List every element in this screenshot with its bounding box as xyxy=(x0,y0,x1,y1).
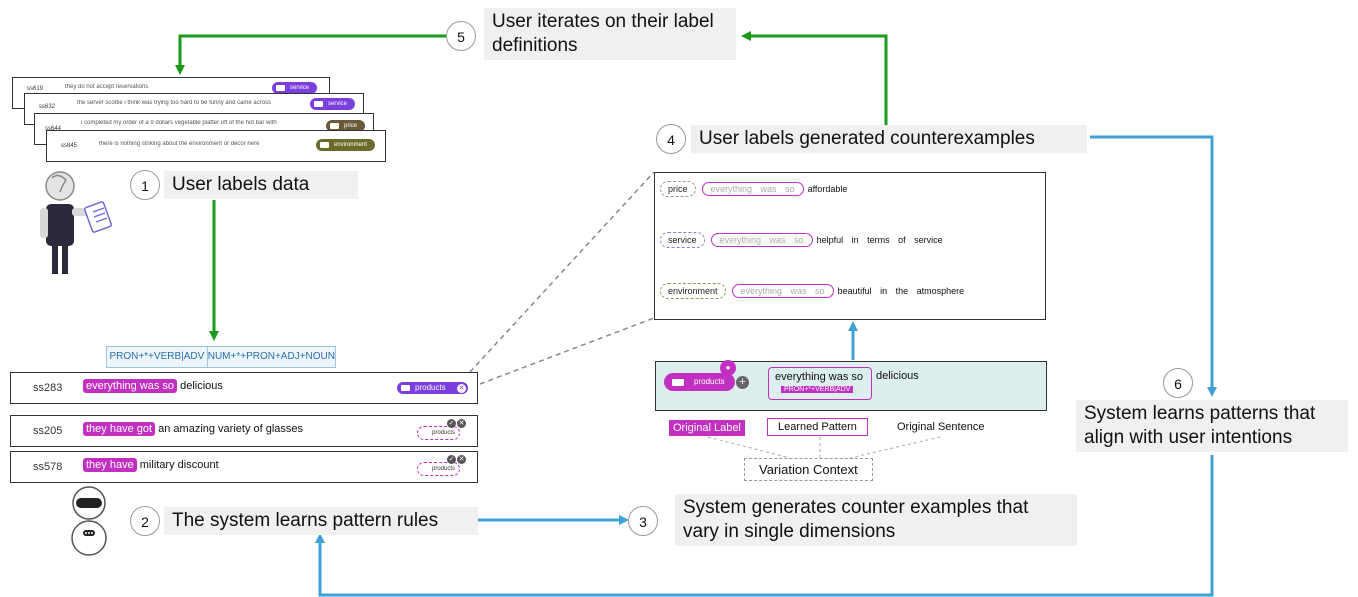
card-text: they do not accept reservations xyxy=(65,84,149,90)
arrow-4-to-5 xyxy=(741,31,888,126)
legend-original-sentence: Original Sentence xyxy=(897,421,985,433)
counterexample-pattern: everything was so xyxy=(731,284,834,298)
close-icon[interactable]: ✕ xyxy=(457,384,466,393)
step-1-number: 1 xyxy=(130,170,160,200)
zoom-line-bottom xyxy=(479,317,655,385)
pattern-detail-panel: products ● + everything was so PRON+*+VE… xyxy=(655,360,1047,411)
suggested-label-badge[interactable]: products xyxy=(417,462,461,476)
table-row[interactable]: ss578 they have military discount produc… xyxy=(10,451,478,483)
counterexample-pattern: everything was so xyxy=(710,233,813,247)
card-id: ss845 xyxy=(61,143,78,149)
step-6-label: System learns patterns that align with u… xyxy=(1076,400,1348,452)
robot-badge-icon: ● xyxy=(720,360,736,376)
row-id: ss578 xyxy=(33,461,63,473)
card-id: ss644 xyxy=(45,126,62,132)
step-1-label: User labels data xyxy=(164,171,358,199)
label-pill[interactable]: price xyxy=(325,120,365,132)
label-pill[interactable]: service xyxy=(271,82,317,94)
legend-learned-pattern: Learned Pattern xyxy=(767,418,868,436)
accept-icon[interactable]: ✓ xyxy=(447,455,456,464)
zoom-line-top xyxy=(469,171,655,373)
label-pill[interactable]: service xyxy=(309,98,355,110)
row-id: ss283 xyxy=(33,382,63,394)
table-row[interactable]: ss283 everything was so delicious produc… xyxy=(10,372,478,404)
sentence-rest: delicious xyxy=(876,370,919,382)
add-icon[interactable]: + xyxy=(736,376,749,389)
learned-pattern-box: everything was so PRON+*+VERB|ADV xyxy=(768,367,872,400)
step-4-label: User labels generated counterexamples xyxy=(691,125,1087,153)
arrow-6-to-2 xyxy=(315,455,1214,597)
row-text: an amazing variety of glasses xyxy=(158,423,304,435)
step-3-label: System generates counter examples that v… xyxy=(675,494,1077,546)
accept-icon[interactable]: ✓ xyxy=(447,419,456,428)
card-id: ss619 xyxy=(27,86,44,92)
robot-icon xyxy=(71,486,107,556)
step-3-number: 3 xyxy=(628,506,658,536)
reject-icon[interactable]: ✕ xyxy=(457,419,466,428)
pattern-match: they have xyxy=(83,458,137,472)
counterexample-text: helpful in terms of service xyxy=(816,235,943,245)
counterexample-text: beautiful in the atmosphere xyxy=(837,286,965,296)
table-row[interactable]: ss205 they have got an amazing variety o… xyxy=(10,415,478,447)
pattern-rule: PRON+*+VERB|ADV xyxy=(781,386,854,393)
counterexample-label[interactable]: service xyxy=(660,232,705,248)
label-pill[interactable]: environment xyxy=(315,139,375,151)
arrow-5-to-cards xyxy=(175,34,446,75)
arrow-4-to-6 xyxy=(1090,135,1217,397)
row-text: delicious xyxy=(180,380,223,392)
step-2-label: The system learns pattern rules xyxy=(164,507,478,535)
tab-pattern-2[interactable]: NUM+*+PRON+ADJ+NOUN xyxy=(207,351,335,362)
row-id: ss205 xyxy=(33,425,63,437)
counterexample-text: affordable xyxy=(807,184,848,194)
sentence-pattern: everything was so xyxy=(775,371,864,383)
suggested-label-badge[interactable]: products xyxy=(417,426,461,440)
row-text: military discount xyxy=(139,459,219,471)
card-text: there is nothing striking about the envi… xyxy=(99,141,260,147)
step-4-number: 4 xyxy=(656,124,686,154)
user-figure-icon xyxy=(40,171,113,274)
legend-original-label: Original Label xyxy=(669,420,745,436)
legend-variation-context: Variation Context xyxy=(744,458,873,481)
step-5-number: 5 xyxy=(446,21,476,51)
step-5-label: User iterates on their label definitions xyxy=(484,8,736,60)
tab-pattern-1[interactable]: PRON+*+VERB|ADV xyxy=(107,347,208,367)
counterexample-label[interactable]: environment xyxy=(660,283,726,299)
labeled-card[interactable]: ss845 there is nothing striking about th… xyxy=(46,130,386,162)
card-text: the server scottie i think was trying to… xyxy=(77,100,273,106)
pattern-tabs: PRON+*+VERB|ADV NUM+*+PRON+ADJ+NOUN xyxy=(106,346,336,368)
pattern-match: everything was so xyxy=(83,379,178,393)
counterexample-pattern: everything was so xyxy=(701,182,804,196)
step-6-number: 6 xyxy=(1163,368,1193,398)
card-text: i completed my order of a 9 dollars vege… xyxy=(81,120,277,126)
products-label-pill[interactable]: products xyxy=(397,382,468,394)
card-id: ss632 xyxy=(39,104,56,110)
step-2-number: 2 xyxy=(130,506,160,536)
original-label-pill[interactable]: products xyxy=(664,373,735,391)
reject-icon[interactable]: ✕ xyxy=(457,455,466,464)
tag-icon xyxy=(672,379,684,386)
counterexample-label[interactable]: price xyxy=(660,181,696,197)
pattern-match: they have got xyxy=(83,422,156,436)
